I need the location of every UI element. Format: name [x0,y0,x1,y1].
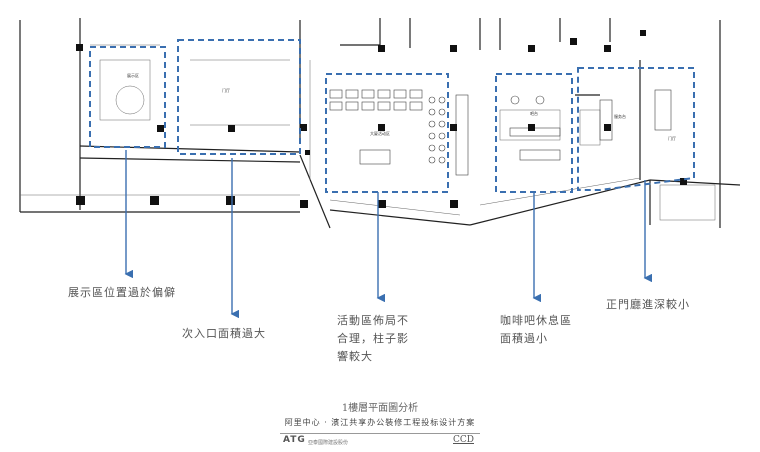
note-main-lobby: 正門廳進深較小 [606,298,690,311]
note-activity: 活動區佈局不 合理，柱子影 響較大 [337,314,409,363]
atg-logo-subtitle: 亞泰國際建設股份 [308,440,349,446]
structural-columns [76,30,687,208]
floor-plan: 展示区 门厅 大厦活动区 服务台 门厅 吧台 [19,18,741,230]
page-title: 1樓層平面圖分析 [341,403,419,414]
note-exhibition: 展示區位置過於偏僻 [68,286,176,299]
plan-label: 门厅 [222,87,230,93]
note-secondary-entrance: 次入口面積過大 [182,327,266,340]
highlight-zones [89,39,695,193]
zone-cafe [495,73,573,193]
atg-logo: ATG [283,435,306,445]
zone-secondary-entrance [177,39,301,155]
note-cafe: 咖啡吧休息區 面積過小 [500,314,572,345]
plan-label: 展示区 [127,72,139,78]
zone-exhibition [89,46,166,148]
project-subtitle: 阿里中心 · 濱江共享办公裝修工程投标设计方案 [284,418,476,427]
plan-label: 吧台 [530,110,538,116]
plan-label: 服务台 [614,113,626,119]
ccd-logo: CCD [453,435,474,445]
zone-main-lobby [577,67,695,191]
callout-arrows [124,230,652,319]
plan-label: 门厅 [668,135,676,141]
zone-activity [325,73,449,193]
footer-divider [280,433,480,434]
plan-label: 大厦活动区 [370,130,390,136]
activity-furniture [329,89,672,176]
